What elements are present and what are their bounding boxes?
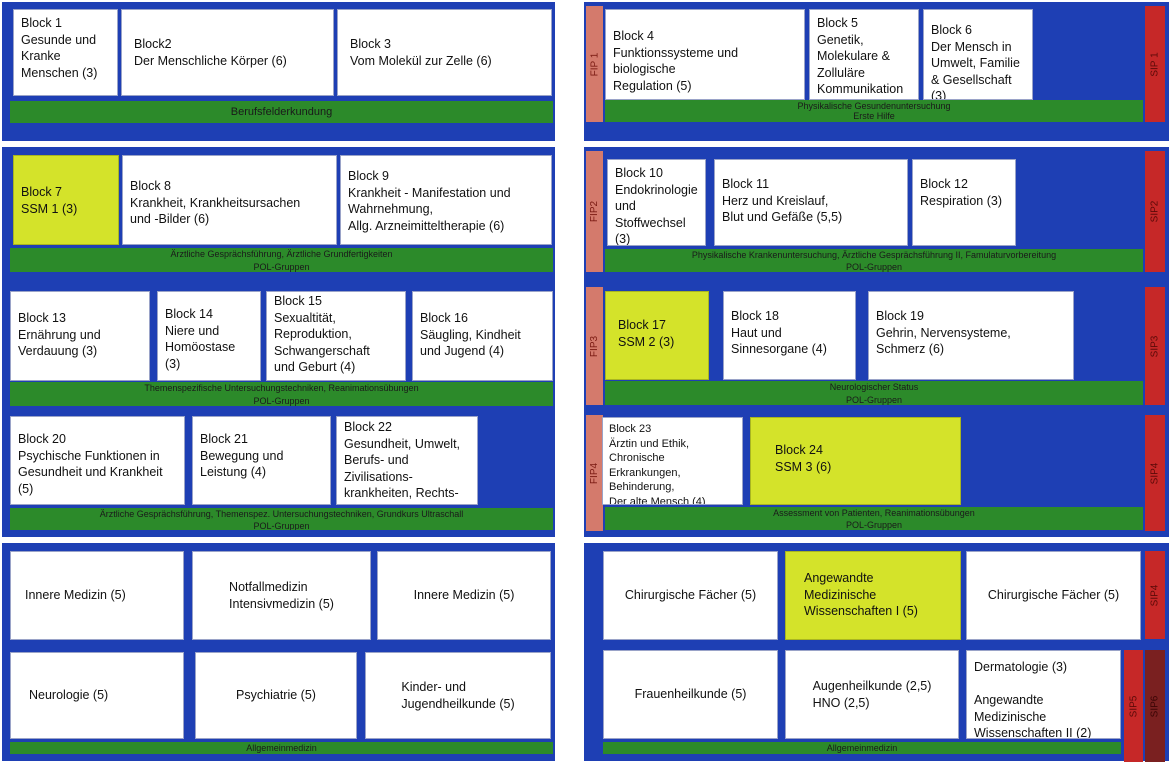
bar-row1-right: Physikalische Gesundenuntersuchung Erste… — [605, 100, 1143, 122]
block-14: Block 14 Niere und Homöostase (3) — [157, 291, 261, 381]
clinical-neurologie: Neurologie (5) — [10, 652, 184, 739]
bar-row4-right-line1: Assessment von Patienten, Reanimationsüb… — [773, 508, 975, 518]
bar-row4-left-line2: POL-Gruppen — [253, 521, 310, 530]
sip-5-label: SIP5 — [1128, 695, 1139, 717]
sip-4-label: SIP4 — [1149, 462, 1161, 484]
bar-row2-left-line2: POL-Gruppen — [253, 262, 310, 272]
block-16: Block 16 Säugling, Kindheit und Jugend (… — [412, 291, 553, 381]
fip-4-tab: FIP4 — [586, 415, 603, 531]
block-19: Block 19 Gehrin, Nervensysteme, Schmerz … — [868, 291, 1074, 380]
block-13: Block 13 Ernährung und Verdauung (3) — [10, 291, 150, 381]
clinical-chirurgische-faecher-1: Chirurgische Fächer (5) — [603, 551, 778, 640]
block-24: Block 24 SSM 3 (6) — [750, 417, 961, 505]
block-21: Block 21 Bewegung und Leistung (4) — [192, 416, 331, 505]
clinical-chirurgische-faecher-2: Chirurgische Fächer (5) — [966, 551, 1141, 640]
sip-2-tab: SIP2 — [1145, 151, 1165, 272]
block-15: Block 15 Sexualtität, Reproduktion, Schw… — [266, 291, 406, 381]
bar-row3-left: Themenspezifische Untersuchungstechniken… — [10, 382, 553, 406]
bar-row4-right-line2: POL-Gruppen — [845, 520, 903, 530]
bar-berufsfelderkundung: Berufsfelderkundung — [10, 101, 553, 123]
fip-2-tab: FIP2 — [586, 151, 603, 272]
block-18: Block 18 Haut und Sinnesorgane (4) — [723, 291, 856, 380]
block-4: Block 4 Funktionssysteme und biologische… — [605, 9, 805, 100]
block-3: Block 3 Vom Molekül zur Zelle (6) — [337, 9, 552, 96]
sip-4-tab: SIP4 — [1145, 415, 1165, 531]
clinical-frauenheilkunde: Frauenheilkunde (5) — [603, 650, 778, 739]
bar-row4-left: Ärztliche Gesprächsführung, Themenspez. … — [10, 508, 553, 530]
bar-row3-right: Neurologischer Status POL-Gruppen — [605, 381, 1143, 405]
sip-4-clinical-label: SIP4 — [1149, 584, 1161, 606]
bar-row2-left: Ärztliche Gesprächsführung, Ärztliche Gr… — [10, 248, 553, 272]
sip-4-clinical-tab: SIP4 — [1145, 551, 1165, 639]
block-11: Block 11 Herz und Kreislauf, Blut und Ge… — [714, 159, 908, 246]
block-20: Block 20 Psychische Funktionen in Gesund… — [10, 416, 185, 505]
clinical-angewandte-med-wiss-1: Angewandte Medizinische Wissenschaften I… — [785, 551, 961, 640]
bar-row2-right-line2: POL-Gruppen — [845, 262, 903, 272]
clinical-psychiatrie: Psychiatrie (5) — [195, 652, 357, 739]
clinical-dermatologie: Dermatologie (3) Angewandte Medizinische… — [966, 650, 1121, 739]
clinical-kinder-jugendheilkunde: Kinder- und Jugendheilkunde (5) — [365, 652, 551, 739]
bar-row3-right-line2: POL-Gruppen — [845, 395, 903, 405]
clinical-innere-medizin-1: Innere Medizin (5) — [10, 551, 184, 640]
sip-6-tab: SIP6 — [1145, 650, 1165, 762]
block-6: Block 6 Der Mensch in Umwelt, Familie & … — [923, 9, 1033, 100]
block-2: Block2 Der Menschliche Körper (6) — [121, 9, 334, 96]
sip-1-label: SIP 1 — [1149, 51, 1161, 77]
sip-6-label: SIP6 — [1149, 695, 1161, 717]
bar-row4-right: Assessment von Patienten, Reanimationsüb… — [605, 507, 1143, 530]
sip-3-label: SIP3 — [1149, 335, 1161, 357]
clinical-innere-medizin-2: Innere Medizin (5) — [377, 551, 551, 640]
sip-2-label: SIP2 — [1149, 200, 1161, 223]
bar-row4-left-line1: Ärztliche Gesprächsführung, Themenspez. … — [99, 509, 464, 519]
bar-allgemeinmedizin-left: Allgemeinmedizin — [10, 742, 553, 754]
fip-1-label: FIP 1 — [589, 52, 600, 76]
clinical-augenheilkunde-hno: Augenheilkunde (2,5) HNO (2,5) — [785, 650, 959, 739]
block-8: Block 8 Krankheit, Krankheitsursachen un… — [122, 155, 337, 245]
block-23: Block 23 Ärztin und Ethik, Chronische Er… — [602, 417, 743, 505]
bar-row2-right: Physikalische Krankenuntersuchung, Ärztl… — [605, 249, 1143, 272]
block-5: Block 5 Genetik, Molekulare & Zolluläre … — [809, 9, 919, 100]
bar-row3-left-line1: Themenspezifische Untersuchungstechniken… — [144, 383, 419, 393]
block-12: Block 12 Respiration (3) — [912, 159, 1016, 246]
fip-3-tab: FIP3 — [586, 287, 603, 405]
fip-4-label: FIP4 — [589, 462, 600, 484]
bar-row2-left-line1: Ärztliche Gesprächsführung, Ärztliche Gr… — [170, 249, 393, 259]
bar-row3-left-line2: POL-Gruppen — [253, 396, 310, 406]
clinical-notfallmedizin: Notfallmedizin Intensivmedizin (5) — [192, 551, 371, 640]
fip-3-label: FIP3 — [589, 335, 600, 357]
sip-3-tab: SIP3 — [1145, 287, 1165, 405]
sip-5-tab: SIP5 — [1124, 650, 1143, 762]
fip-2-label: FIP2 — [589, 200, 600, 223]
block-7: Block 7 SSM 1 (3) — [13, 155, 119, 245]
bar-allgemeinmedizin-right: Allgemeinmedizin — [603, 742, 1121, 754]
block-22: Block 22 Gesundheit, Umwelt, Berufs- und… — [336, 416, 478, 505]
bar-row2-right-line1: Physikalische Krankenuntersuchung, Ärztl… — [691, 250, 1057, 260]
bar-row3-right-line1: Neurologischer Status — [829, 382, 919, 392]
bar-row1-right-line1: Physikalische Gesundenuntersuchung — [797, 101, 951, 111]
block-10: Block 10 Endokrinologie und Stoffwechsel… — [607, 159, 706, 246]
fip-1-tab: FIP 1 — [586, 6, 603, 122]
bar-row1-right-line2: Erste Hilfe — [853, 111, 895, 121]
block-17: Block 17 SSM 2 (3) — [605, 291, 709, 380]
block-9: Block 9 Krankheit - Manifestation und Wa… — [340, 155, 552, 245]
sip-1-tab: SIP 1 — [1145, 6, 1165, 122]
block-1: Block 1 Gesunde und Kranke Menschen (3) — [13, 9, 118, 96]
